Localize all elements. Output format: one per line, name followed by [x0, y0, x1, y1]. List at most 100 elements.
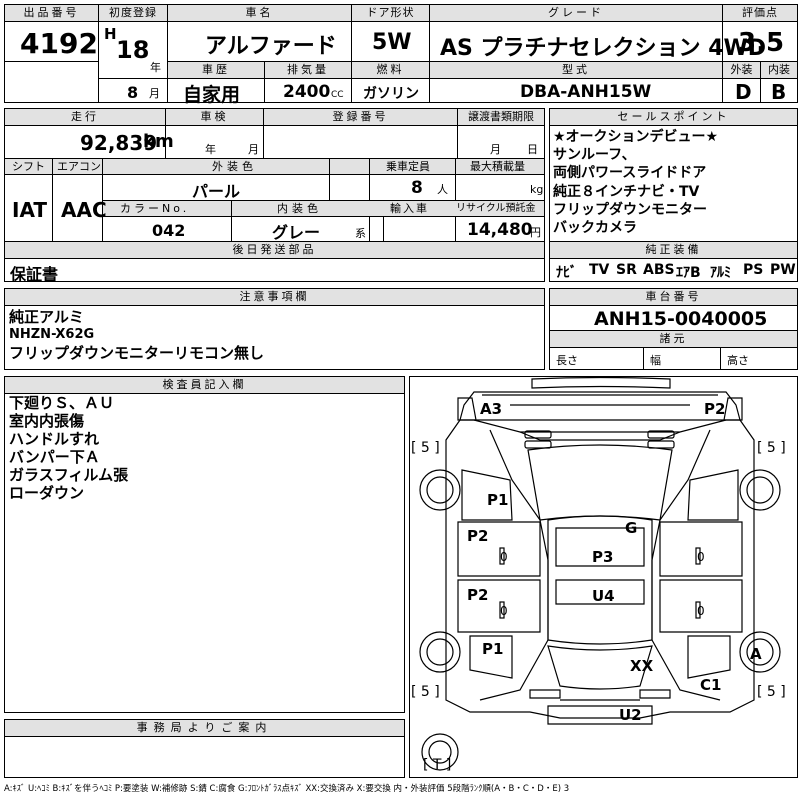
zero-mark: 0 — [500, 550, 508, 564]
first-reg-year: 18 — [116, 36, 150, 64]
year-unit: 年 — [150, 61, 161, 74]
equip-alloy: ｱﾙﾐ — [710, 265, 731, 281]
damage-code: U2 — [619, 706, 642, 724]
tire-mark-rear-right: [ 5 ] — [757, 684, 786, 700]
chassis-number: ANH15-0040005 — [594, 308, 768, 330]
notes-label: 注意事項欄 — [5, 289, 544, 305]
insp-year-unit: 年 — [205, 143, 216, 156]
cc-unit: CC — [331, 90, 344, 100]
zero-mark: 0 — [697, 550, 705, 564]
car-name: アルファード — [205, 34, 337, 59]
inspector-line: ハンドルすれ — [9, 430, 100, 448]
month-unit: 月 — [149, 87, 160, 100]
exterior-label: 外装 — [723, 62, 760, 78]
damage-code: C1 — [700, 676, 722, 694]
shift-label: シフト — [12, 160, 45, 173]
kei-unit: 系 — [355, 227, 366, 240]
insp-month-unit: 月 — [248, 143, 259, 156]
inspector-line: ローダウン — [9, 484, 85, 502]
equipment-label: 純正装備 — [550, 242, 797, 258]
fuel-value: ガソリン — [363, 86, 419, 102]
sales-points-list: ★オークションデビュー★ サンルーフ、 両側パワースライドドア 純正８インチナビ… — [553, 128, 718, 237]
transfer-day-unit: 日 — [527, 143, 538, 156]
recycle-label: リサイクル預託金 — [456, 203, 536, 214]
km-unit: km — [143, 131, 174, 152]
note-line: フリップダウンモニターリモコン無し — [9, 344, 265, 362]
recycle-fee: 14,480 — [467, 220, 533, 240]
office-label: 事務局よりご案内 — [5, 720, 404, 736]
inspector-label: 検査員記入欄 — [5, 377, 404, 393]
damage-code: G — [625, 519, 638, 537]
model-label: 型式 — [430, 62, 722, 78]
lot-number: 4192 — [20, 27, 98, 60]
tire-mark-front-right: [ 5 ] — [757, 440, 786, 456]
displacement-value: 2400 — [283, 82, 331, 102]
car-diagram — [419, 376, 781, 771]
equip-airbag: ｴｱB — [676, 265, 701, 281]
inspector-line: 室内内張傷 — [9, 412, 85, 430]
history-value: 自家用 — [183, 84, 241, 106]
fuel-label: 燃料 — [352, 62, 429, 78]
damage-code: P2 — [704, 400, 726, 418]
damage-code: P1 — [487, 491, 509, 509]
capacity-value: 8 — [411, 178, 423, 198]
sales-point: 両側パワースライドドア — [553, 165, 707, 182]
grade-value: AS プラチナセレクション 4WD — [440, 36, 767, 61]
damage-code: A3 — [480, 400, 503, 418]
tire-mark-front-left: [ 5 ] — [411, 440, 440, 456]
later-parts-value: 保証書 — [10, 265, 59, 284]
sales-point: バックカメラ — [553, 220, 637, 237]
registration-label: 登録番号 — [264, 109, 457, 125]
door-label: ドア形状 — [352, 5, 429, 21]
history-label: 車歴 — [168, 62, 264, 78]
grade-label: グレード — [430, 5, 722, 21]
model-value: DBA-ANH15W — [520, 82, 652, 102]
interior-color-label: 内装色 — [277, 202, 322, 215]
damage-code: P1 — [482, 640, 504, 658]
first-reg-month: 8 — [127, 83, 139, 102]
yen-unit: 円 — [530, 226, 541, 239]
interior-label: 内装 — [761, 62, 797, 78]
notes-list: 純正アルミ NHZN-X62G フリップダウンモニターリモコン無し — [9, 308, 264, 362]
mileage-value: 92,839 — [80, 131, 158, 155]
equip-navi: ﾅﾋﾞ — [556, 265, 577, 281]
door-type: 5W — [372, 30, 412, 55]
inspector-block — [4, 376, 405, 713]
damage-code: P2 — [467, 586, 489, 604]
damage-legend: A:ｷｽﾞ U:ﾍｺﾐ B:ｷｽﾞを伴うﾍｺﾐ P:要塗装 W:補修跡 S:錆 … — [4, 784, 570, 794]
equip-sr: SR — [616, 262, 637, 278]
equip-abs: ABS — [643, 262, 675, 278]
later-parts-label: 後日発送部品 — [5, 242, 544, 258]
kg-unit: kg — [530, 183, 544, 196]
score-label: 評価点 — [723, 5, 797, 21]
max-load-label: 最大積載量 — [470, 160, 525, 173]
zero-mark: 0 — [697, 604, 705, 618]
interior-grade: B — [771, 80, 787, 104]
sales-point: フリップダウンモニター — [553, 201, 707, 218]
mileage-label: 走行 — [5, 109, 165, 125]
lot-label: 出品番号 — [5, 5, 98, 21]
damage-code: P3 — [592, 548, 614, 566]
sales-point: ★オークションデビュー★ — [553, 129, 719, 145]
inspector-line: ガラスフィルム張 — [9, 466, 129, 484]
interior-color-value: グレー — [272, 223, 321, 242]
dims-label: 諸元 — [550, 331, 797, 347]
note-line: 純正アルミ — [9, 308, 84, 326]
chassis-label: 車台番号 — [550, 289, 797, 305]
transfer-month-unit: 月 — [490, 143, 501, 156]
car-name-label: 車名 — [168, 5, 351, 21]
score-value: 3.5 — [738, 28, 785, 58]
aircon-label: エアコン — [57, 160, 101, 173]
inspector-line: バンパー下Ａ — [9, 448, 100, 466]
width-label: 幅 — [650, 354, 661, 367]
inspector-line: 下廻りＳ、ＡＵ — [9, 394, 115, 412]
shift-value: IAT — [12, 198, 48, 222]
exterior-color-value: パール — [192, 182, 241, 201]
damage-code: A — [750, 645, 762, 663]
import-label: 輸入車 — [390, 202, 429, 215]
sales-point: 純正８インチナビ・TV — [553, 183, 700, 200]
color-no-label: カラーNo. — [120, 202, 190, 215]
displacement-label: 排気量 — [265, 62, 351, 78]
aircon-value: AAC — [61, 198, 107, 222]
note-line: NHZN-X62G — [9, 327, 95, 342]
